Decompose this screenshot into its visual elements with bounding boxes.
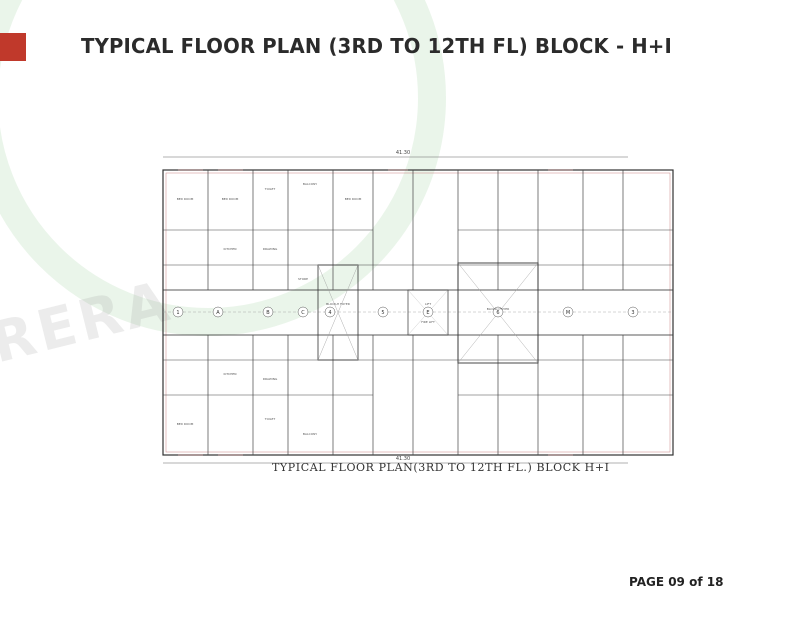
room-label: BED ROOM [177, 422, 194, 426]
grid-label: 3 [631, 310, 634, 316]
room-label: FIRE LIFT [421, 320, 435, 324]
room-label: STORE [298, 277, 308, 281]
room-label: KITCHEN [224, 372, 237, 376]
room-label: DRAWING [263, 247, 278, 251]
grid-label: M [566, 310, 570, 316]
grid-label: 6 [496, 310, 499, 316]
page-title: TYPICAL FLOOR PLAN (3RD TO 12TH FL) BLOC… [81, 34, 673, 58]
room-label: BED ROOM [177, 197, 194, 201]
room-label: BED ROOM [222, 197, 239, 201]
grid-label: 4 [328, 310, 331, 316]
room-label: TOILET [264, 187, 276, 191]
grid-label: C [301, 310, 305, 316]
grid-label: 1 [176, 310, 179, 316]
overall-dimension-top: 41.30 [396, 150, 410, 156]
room-label: BED ROOM [345, 197, 362, 201]
overall-dimension-bottom: 41.30 [396, 456, 410, 462]
grid-label: B [266, 310, 270, 316]
room-label: TOILET [264, 417, 276, 421]
room-label: BLOCK-H FOYER [326, 302, 350, 306]
room-label: BALCONY [303, 182, 317, 186]
grid-label: 5 [381, 310, 384, 316]
room-label: DRAWING [263, 377, 278, 381]
title-accent-bar [0, 33, 26, 61]
room-label: LIFT [425, 302, 431, 306]
floor-plan-drawing: 41.30 41.30 [118, 145, 678, 475]
room-label: BLOCK-I FOYER [487, 307, 509, 311]
floor-plan-caption: TYPICAL FLOOR PLAN(3RD TO 12TH FL.) BLOC… [272, 461, 610, 474]
floor-plan-svg: 41.30 41.30 [162, 150, 674, 464]
grid-label: A [216, 310, 220, 316]
page-number: PAGE 09 of 18 [629, 575, 724, 589]
room-label: BALCONY [303, 432, 317, 436]
room-label: KITCHEN [224, 247, 237, 251]
grid-label: E [426, 310, 429, 316]
